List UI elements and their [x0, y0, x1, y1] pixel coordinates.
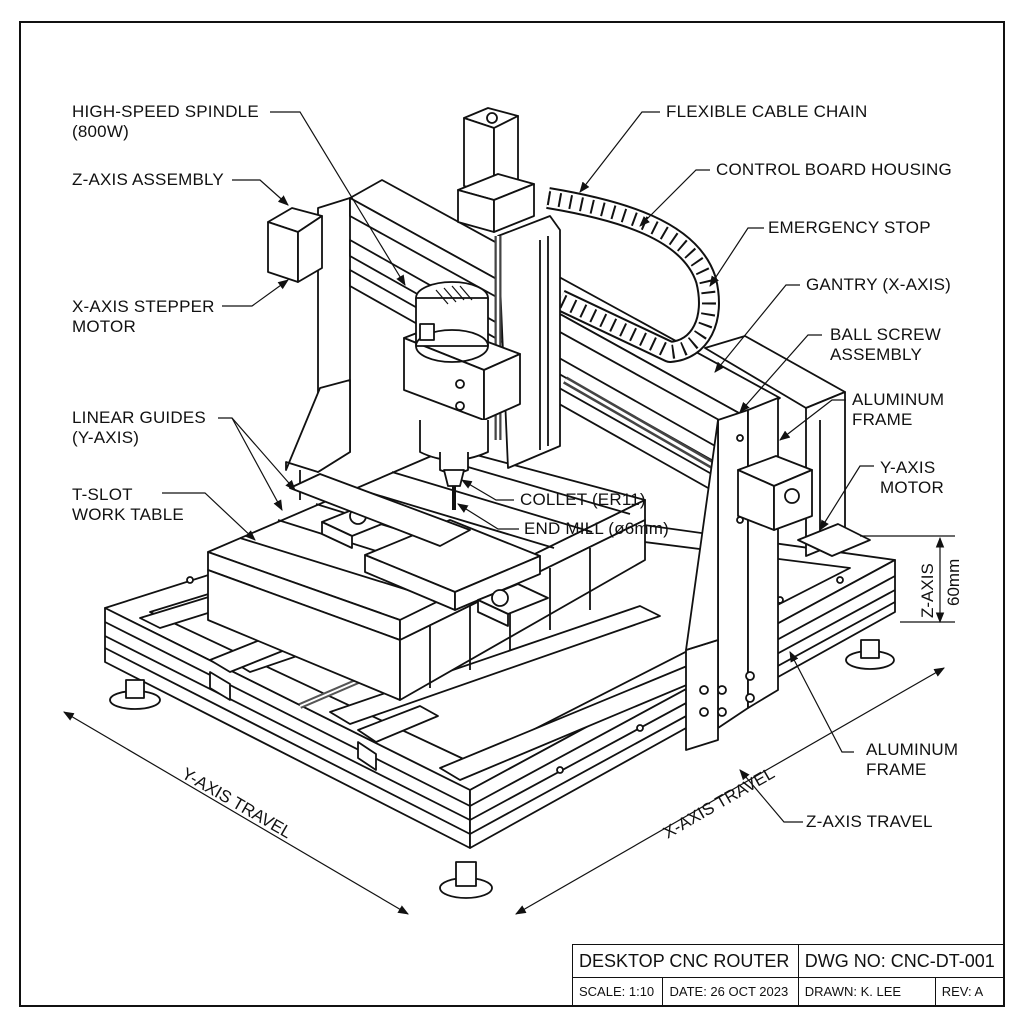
frame-lower-line2: FRAME: [866, 760, 927, 779]
ball-screw-callout: BALL SCREW ASSEMBLY: [830, 325, 941, 365]
frame-lower-line1: ALUMINUM: [866, 740, 959, 759]
work-table-line2: WORK TABLE: [72, 505, 184, 524]
ball-screw-line2: ASSEMBLY: [830, 345, 922, 364]
ball-screw-line1: BALL SCREW: [830, 325, 941, 344]
drawn-by-field: DRAWN: K. LEE: [797, 977, 936, 1006]
title-block: DESKTOP CNC ROUTER DWG NO: CNC-DT-001 SC…: [571, 944, 1005, 1006]
spindle-callout: HIGH-SPEED SPINDLE (800W): [72, 102, 259, 142]
collet-callout: COLLET (ER11): [520, 490, 646, 509]
z-value-dimension: 60mm: [944, 558, 963, 606]
frame-upper-line2: FRAME: [852, 410, 913, 429]
y-motor-line1: Y-AXIS: [880, 458, 936, 477]
frame-upper-line1: ALUMINUM: [852, 390, 945, 409]
date-field: DATE: 26 OCT 2023: [662, 977, 799, 1006]
x-motor-label-line1: X-AXIS STEPPER: [72, 297, 215, 316]
sheet-border: [19, 21, 1005, 1007]
revision-field: REV: A: [934, 977, 1005, 1006]
emergency-stop-callout: EMERGENCY STOP: [768, 218, 931, 237]
x-axis-stepper-motor: [267, 207, 323, 283]
frame-upper-callout: ALUMINUM FRAME: [852, 390, 944, 430]
end-mill-callout: END MILL (ø6mm): [524, 519, 669, 538]
x-axis-motor-callout: X-AXIS STEPPER MOTOR: [72, 297, 215, 337]
z-axis-assembly: [403, 107, 561, 510]
drawing-number: DWG NO: CNC-DT-001: [797, 944, 1005, 978]
y-motor-line2: MOTOR: [880, 478, 944, 497]
cable-chain-callout: FLEXIBLE CABLE CHAIN: [666, 102, 868, 121]
work-table-line1: T-SLOT: [72, 485, 133, 504]
cable-chain: [546, 187, 720, 363]
drawing-title: DESKTOP CNC ROUTER: [572, 944, 799, 978]
control-board-callout: CONTROL BOARD HOUSING: [716, 160, 952, 179]
frame-lower-callout: ALUMINUM FRAME: [866, 740, 958, 780]
spindle-label-line2: (800W): [72, 122, 129, 141]
z-axis-dimension: Z-AXIS: [918, 563, 937, 618]
linear-guides-line1: LINEAR GUIDES: [72, 408, 206, 427]
scale-field: SCALE: 1:10: [571, 977, 664, 1006]
z-axis-travel-callout: Z-AXIS TRAVEL: [806, 812, 933, 831]
linear-guides-line2: (Y-AXIS): [72, 428, 140, 447]
work-table-callout: T-SLOT WORK TABLE: [72, 485, 184, 525]
x-motor-label-line2: MOTOR: [72, 317, 136, 336]
y-axis-motor-callout: Y-AXIS MOTOR: [880, 458, 944, 498]
z-axis-assembly-callout: Z-AXIS ASSEMBLY: [72, 170, 224, 189]
linear-guides-callout: LINEAR GUIDES (Y-AXIS): [72, 408, 206, 448]
spindle-label-line1: HIGH-SPEED SPINDLE: [72, 102, 259, 121]
gantry-callout: GANTRY (X-AXIS): [806, 275, 952, 294]
